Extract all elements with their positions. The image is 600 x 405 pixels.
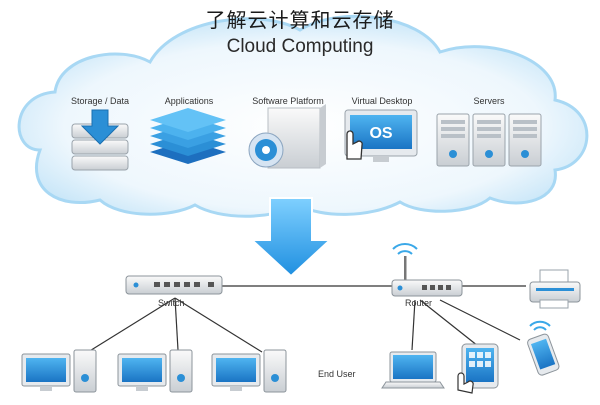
laptop-icon [381,351,445,389]
connection-lines [87,285,526,353]
desktop-computer-icon [211,349,287,393]
software-box-disc-icon [248,104,326,169]
apps-stack-icon [150,108,226,164]
desktop-computer-icon [117,349,193,393]
down-arrow-icon [249,197,333,278]
smartphone-icon [527,320,560,376]
service-label-software-platform: Software Platform [252,96,324,106]
cloud-title: Cloud Computing [226,36,374,57]
switch-icon [125,275,223,295]
printer-icon [529,269,581,309]
server-rack-icon [436,113,542,167]
os-monitor-touch-icon: OS [344,109,418,162]
router-label: Router [405,298,433,308]
switch-label: Switch [158,298,185,308]
service-label-applications: Applications [164,96,214,106]
router-icon [391,243,463,297]
service-label-virtual-desktop: Virtual Desktop [351,96,413,106]
desktop-computer-icon [21,349,97,393]
end-user-label: End User [318,369,356,379]
tablet-icon [457,343,499,394]
service-label-servers: Servers [473,96,505,106]
storage-drive-icon [71,109,129,171]
service-label-storage: Storage / Data [70,96,130,106]
svg-text:OS: OS [369,125,392,142]
page-caption: 了解云计算和云存储 [205,8,395,32]
